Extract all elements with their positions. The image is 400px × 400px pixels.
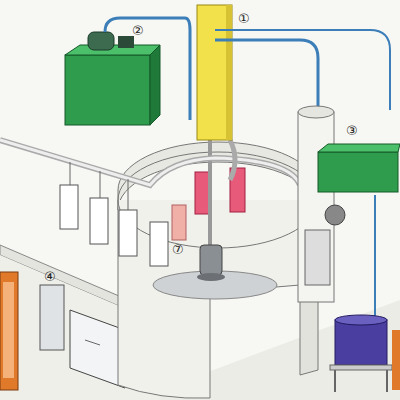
callout-number: ④ [44, 270, 56, 283]
callout-number: ⑦ [172, 243, 184, 256]
callout-number: ② [132, 24, 144, 37]
callout-number: ③ [346, 124, 358, 137]
callout-number: ① [238, 12, 250, 25]
